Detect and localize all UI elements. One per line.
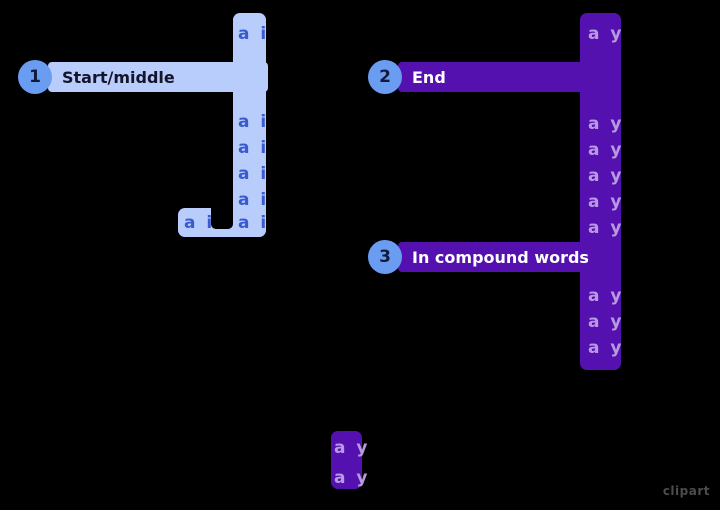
blue-token-below-4: a i bbox=[238, 190, 269, 210]
legend-badge-3: 3 bbox=[368, 240, 402, 274]
legend-row-2[interactable]: 2 End bbox=[368, 60, 618, 94]
blue-column bbox=[233, 13, 266, 237]
legend-row-3[interactable]: 3 In compound words bbox=[368, 240, 618, 274]
legend-badge-1: 1 bbox=[18, 60, 52, 94]
legend-label-3: In compound words bbox=[412, 247, 589, 267]
purple-token-above-1: a y bbox=[588, 24, 624, 44]
legend-badge-2: 2 bbox=[368, 60, 402, 94]
blue-token-below-2: a i bbox=[238, 138, 269, 158]
legend-label-2: End bbox=[412, 67, 446, 87]
watermark: clipart bbox=[662, 484, 710, 498]
legend-bar-1: Start/middle bbox=[48, 62, 268, 92]
purple-token-mid-1: a y bbox=[588, 114, 624, 134]
purple-token-mid-5: a y bbox=[588, 218, 624, 238]
purple-token-low-2: a y bbox=[588, 312, 624, 332]
legend-bar-3: In compound words bbox=[398, 242, 618, 272]
standalone-block bbox=[331, 431, 362, 489]
standalone-token-2: a y bbox=[334, 468, 370, 488]
standalone-token-1: a y bbox=[334, 438, 370, 458]
blue-token-above-1: a i bbox=[238, 24, 269, 44]
legend-bar-2: End bbox=[398, 62, 618, 92]
legend-label-1: Start/middle bbox=[62, 67, 175, 87]
purple-token-low-3: a y bbox=[588, 338, 624, 358]
legend-row-1[interactable]: 1 Start/middle bbox=[18, 60, 268, 94]
blue-token-below-5: a i bbox=[238, 213, 269, 233]
blue-stub-notch bbox=[211, 208, 233, 229]
purple-token-mid-4: a y bbox=[588, 192, 624, 212]
purple-token-mid-2: a y bbox=[588, 140, 624, 160]
blue-token-below-1: a i bbox=[238, 112, 269, 132]
blue-token-below-3: a i bbox=[238, 164, 269, 184]
purple-token-mid-3: a y bbox=[588, 166, 624, 186]
blue-side-token: a i bbox=[184, 213, 215, 233]
purple-token-low-1: a y bbox=[588, 286, 624, 306]
